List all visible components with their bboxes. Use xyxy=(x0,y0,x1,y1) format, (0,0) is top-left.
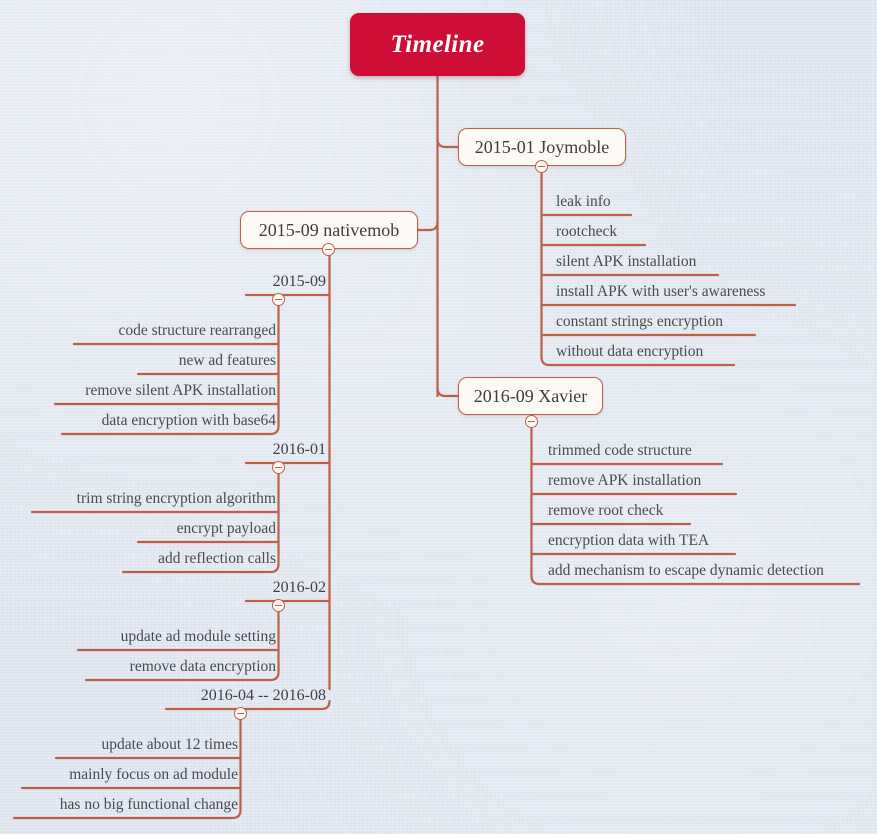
collapse-toggle-2016-02[interactable] xyxy=(272,599,285,612)
root-node-timeline[interactable]: Timeline xyxy=(350,13,525,76)
leaf-2016-04-2[interactable]: has no big functional change xyxy=(59,796,238,813)
leaf-2015-09-1[interactable]: new ad features xyxy=(178,352,276,369)
leaf-xavier-1[interactable]: remove APK installation xyxy=(548,472,702,489)
leaf-xavier-3[interactable]: encryption data with TEA xyxy=(548,532,710,549)
leaf-2016-02-0[interactable]: update ad module setting xyxy=(120,628,276,645)
collapse-toggle-2016-04[interactable] xyxy=(234,707,247,720)
leaf-2016-01-0[interactable]: trim string encryption algorithm xyxy=(76,490,276,507)
leaf-2015-09-2[interactable]: remove silent APK installation xyxy=(85,382,276,399)
leaf-joymoble-2[interactable]: silent APK installation xyxy=(556,253,697,270)
leaf-joymoble-4[interactable]: constant strings encryption xyxy=(556,313,724,330)
leaf-2016-02-1[interactable]: remove data encryption xyxy=(129,658,276,675)
leaf-2016-04-1[interactable]: mainly focus on ad module xyxy=(69,766,238,783)
group-label-2016-04-2016-08[interactable]: 2016-04 -- 2016-08 xyxy=(200,687,326,704)
leaf-2015-09-0[interactable]: code structure rearranged xyxy=(118,322,277,339)
leaf-joymoble-0[interactable]: leak info xyxy=(556,193,611,210)
leaf-2016-01-2[interactable]: add reflection calls xyxy=(158,550,276,567)
leaf-xavier-4[interactable]: add mechanism to escape dynamic detectio… xyxy=(548,562,824,579)
group-label-2016-02[interactable]: 2016-02 xyxy=(272,579,326,596)
leaf-2015-09-3[interactable]: data encryption with base64 xyxy=(101,412,276,429)
branch-node-label-joymoble: 2015-01 Joymoble xyxy=(474,136,610,157)
branch-node-label-nativemob: 2015-09 nativemob xyxy=(258,219,400,240)
collapse-toggle-xavier[interactable] xyxy=(525,415,538,428)
collapse-toggle-nativemob[interactable] xyxy=(322,243,335,256)
branch-node-label-xavier: 2016-09 Xavier xyxy=(473,385,588,406)
leaf-joymoble-5[interactable]: without data encryption xyxy=(556,343,704,360)
leaf-joymoble-1[interactable]: rootcheck xyxy=(556,223,618,240)
collapse-toggle-joymoble[interactable] xyxy=(535,160,548,173)
leaf-2016-04-0[interactable]: update about 12 times xyxy=(101,736,238,753)
leaf-joymoble-3[interactable]: install APK with user's awareness xyxy=(556,283,766,300)
leaf-xavier-2[interactable]: remove root check xyxy=(548,502,664,519)
group-label-2015-09[interactable]: 2015-09 xyxy=(272,273,326,290)
leaf-xavier-0[interactable]: trimmed code structure xyxy=(548,442,692,459)
branch-node-nativemob[interactable]: 2015-09 nativemob xyxy=(240,211,418,249)
group-label-2016-01[interactable]: 2016-01 xyxy=(272,441,326,458)
collapse-toggle-2015-09[interactable] xyxy=(272,293,285,306)
collapse-toggle-2016-01[interactable] xyxy=(272,461,285,474)
branch-node-xavier[interactable]: 2016-09 Xavier xyxy=(458,377,603,415)
root-node-label: Timeline xyxy=(390,30,485,58)
leaf-2016-01-1[interactable]: encrypt payload xyxy=(176,520,276,537)
